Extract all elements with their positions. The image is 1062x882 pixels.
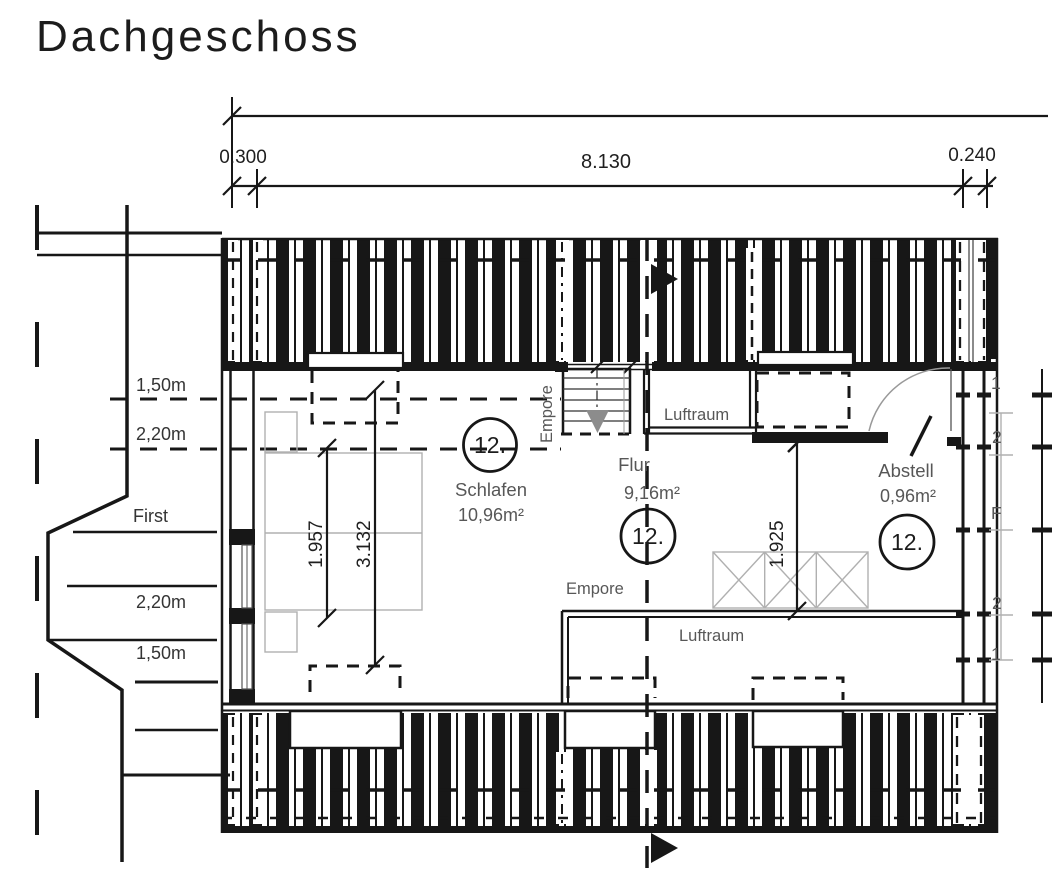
exterior-wall-left (229, 371, 255, 704)
dimension-schlafen-width: 1.957 (306, 438, 337, 628)
luftraum-opening-lower (560, 609, 963, 705)
height-label-150-upper: 1,50m (136, 375, 186, 395)
room-abstell: Abstell 0,96m² 12. (878, 460, 936, 571)
height-label-right-2b: 2 (992, 593, 1002, 613)
height-label-220-lower: 2,20m (136, 592, 186, 612)
section-arrow-bottom-icon (651, 833, 678, 863)
room-flur: Flur 9,16m² 12. (618, 454, 680, 565)
section-arrow-top-icon (651, 264, 678, 294)
furniture-bed (264, 411, 423, 653)
roof-hatch-top (222, 237, 998, 374)
empore-upper-label: Empore (538, 385, 556, 443)
height-label-220-upper: 2,20m (136, 424, 186, 444)
furniture-wardrobe (712, 551, 869, 609)
room-number-circle (878, 513, 936, 571)
section-line (645, 238, 678, 868)
plan-outer-boundary (220, 238, 999, 833)
room-number: 12. (632, 523, 664, 549)
room-name: Schlafen (455, 479, 527, 500)
staircase (563, 369, 630, 434)
dim-label-1925: 1.925 (767, 520, 788, 568)
dim-label-3132: 3.132 (354, 520, 375, 568)
roof-hatch-bottom (222, 702, 998, 833)
room-area: 0,96m² (880, 486, 936, 506)
door-abstell (868, 367, 961, 457)
dim-label-8130: 8.130 (581, 151, 631, 173)
luftraum-upper-label: Luftraum (664, 406, 729, 424)
room-area: 10,96m² (458, 505, 524, 525)
dim-label-1957: 1.957 (306, 520, 327, 568)
room-number-circle (462, 417, 518, 473)
dimension-flur-length: 1.925 (767, 443, 807, 621)
room-number-circle (619, 507, 677, 565)
room-number: 12. (891, 529, 923, 555)
height-reference-lines-left: 1,50m 2,20m First 2,20m 1,50m (48, 375, 561, 777)
window-left-lower (241, 623, 253, 690)
height-label-first: First (133, 506, 168, 526)
door-swing-arc (868, 367, 951, 432)
dim-label-0300: 0.300 (219, 147, 267, 168)
dim-label-0240: 0.240 (948, 145, 996, 166)
height-label-150-lower: 1,50m (136, 643, 186, 663)
top-dimension-lines: 0.300 8.130 0.240 (219, 97, 1048, 208)
exterior-wall-right (956, 369, 991, 703)
dimension-schlafen-length: 3.132 (354, 380, 385, 675)
wall-tick-marks (956, 392, 991, 663)
door-leaf-symbol (909, 415, 933, 457)
height-label-right-1: 1 (991, 373, 1001, 393)
height-scale-right: 1 2 F 2 1 (989, 369, 1052, 703)
page-title: Dachgeschoss (36, 12, 361, 61)
height-label-right-2: 2 (992, 427, 1002, 447)
height-label-right-1b: 1 (991, 644, 1001, 664)
room-name: Flur (618, 454, 650, 475)
height-label-right-f: F (991, 503, 1002, 523)
room-number: 12. (474, 432, 506, 458)
room-area: 9,16m² (624, 483, 680, 503)
stair-direction-arrow-icon (586, 410, 609, 433)
gable-projection-left (35, 205, 222, 878)
window-left-upper (241, 544, 253, 609)
luftraum-lower-label: Luftraum (679, 627, 744, 645)
room-name: Abstell (878, 460, 934, 481)
room-schlafen: 12. Schlafen 10,96m² (455, 417, 527, 525)
empore-lower-label: Empore (566, 580, 624, 598)
